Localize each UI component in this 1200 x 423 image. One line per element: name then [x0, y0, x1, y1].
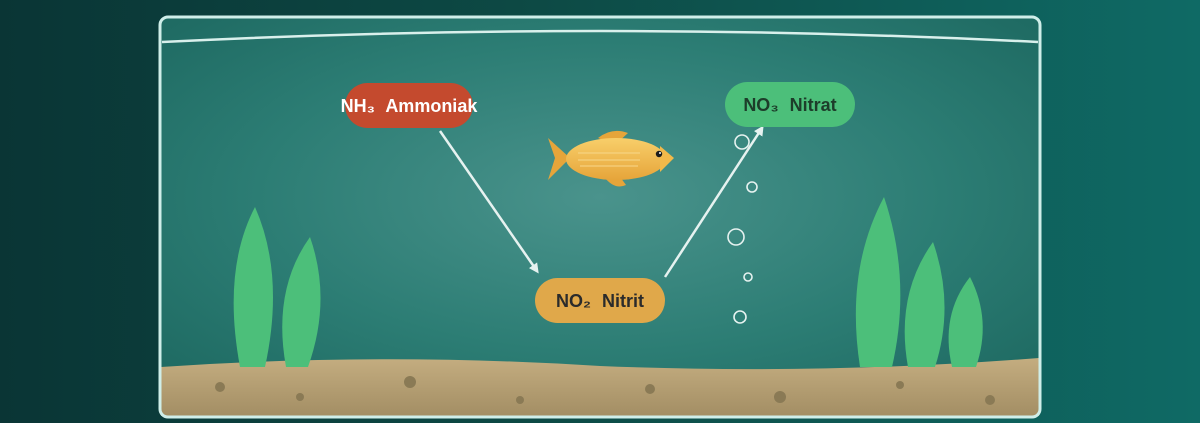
arrow-nitrite-to-nitrate: [663, 125, 764, 278]
node-nitrite-label: NO₂ Nitrit: [556, 291, 644, 311]
node-nitrite: NO₂ Nitrit: [535, 278, 665, 323]
node-nitrite-pill: [535, 278, 665, 323]
nitrate-formula: NO₃: [743, 95, 778, 115]
node-nitrate-pill: [725, 82, 855, 127]
plant-icon: [233, 207, 321, 367]
node-nitrate: NO₃ Nitrat: [725, 82, 855, 127]
ammonia-name: Ammoniak: [385, 96, 478, 116]
nitrite-formula: NO₂: [556, 291, 591, 311]
tank-glass: [158, 15, 1042, 419]
node-ammonia-label: NH₃ Ammoniak: [341, 96, 479, 116]
ammonia-formula: NH₃: [341, 96, 375, 116]
plant-icon: [855, 197, 983, 367]
fish-icon: [548, 130, 674, 187]
bubble-icon: [727, 134, 758, 324]
water-surface: [161, 29, 1039, 44]
sand-bed: [161, 358, 1039, 416]
nitrite-name: Nitrit: [602, 291, 644, 311]
node-ammonia-pill: [345, 83, 473, 128]
arrow-ammonia-to-nitrite: [438, 130, 539, 274]
pebbles: [215, 376, 995, 405]
node-nitrate-label: NO₃ Nitrat: [743, 95, 836, 115]
node-ammonia: NH₃ Ammoniak: [341, 83, 479, 128]
nitrate-name: Nitrat: [790, 95, 837, 115]
